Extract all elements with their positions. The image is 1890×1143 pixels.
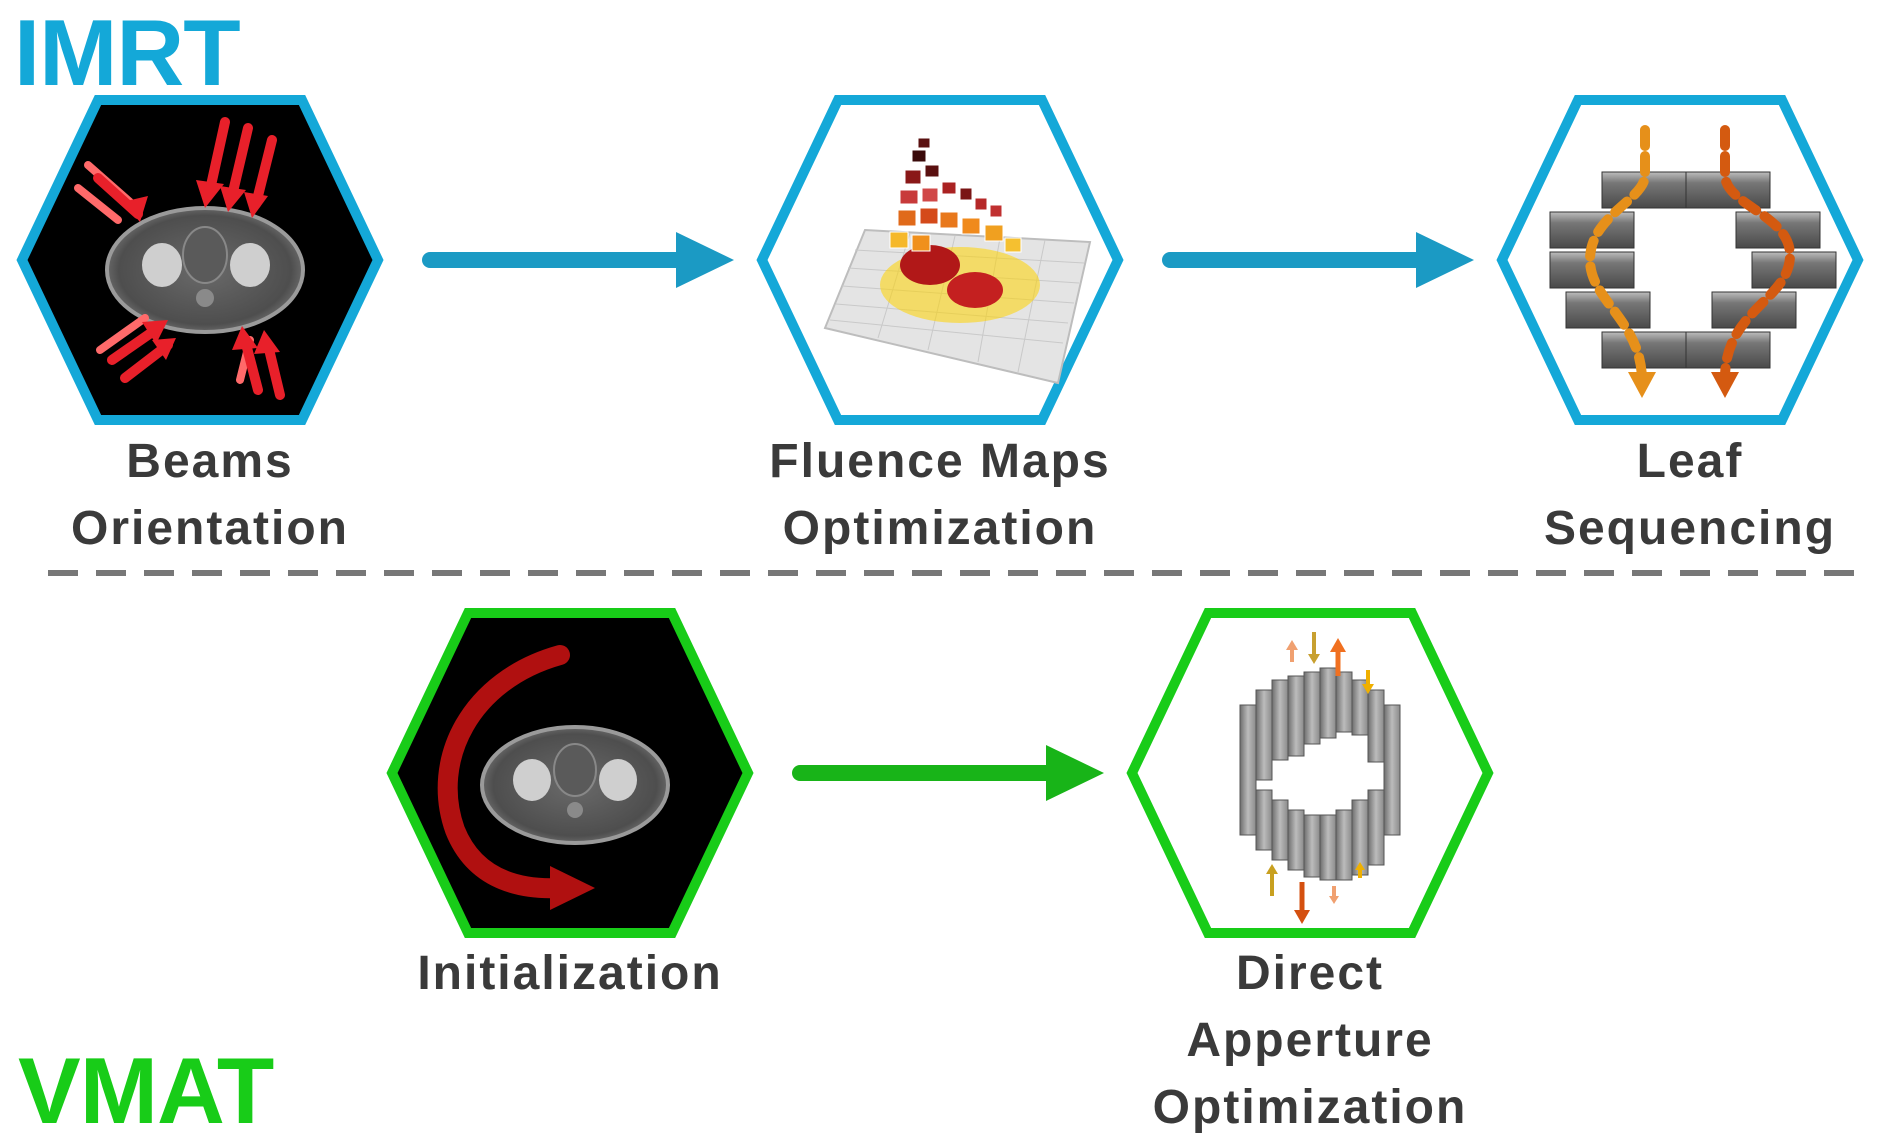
beam-arrows-icon	[74, 117, 285, 400]
aperture-leaves-icon	[1239, 667, 1401, 881]
fluence-map-icon	[823, 137, 1092, 385]
leaf-motion-arrows-icon	[1266, 632, 1374, 924]
trajectory-arrowhead-icon	[1628, 372, 1656, 398]
vmat-section-title: VMAT	[18, 1038, 274, 1143]
fluence-bars-icon	[889, 137, 1022, 253]
imrt-section-title: IMRT	[14, 0, 241, 105]
beams-orientation-node	[16, 95, 384, 425]
direct-aperture-label: Direct Apperture Optimization	[1152, 947, 1468, 1134]
beams-orientation-label: Beams Orientation	[70, 435, 349, 555]
fluence-maps-node	[756, 95, 1124, 425]
imrt-arrow-2	[1162, 232, 1474, 288]
rotation-arc-icon	[437, 645, 595, 910]
leaf-trajectory-icon	[1584, 125, 1796, 383]
ct-slice-icon	[105, 206, 305, 334]
fluence-maps-label: Fluence Maps Optimization	[769, 435, 1111, 555]
vmat-arrow	[792, 745, 1104, 801]
leaf-sequencing-node	[1496, 95, 1864, 425]
initialization-label: Initialization	[417, 947, 723, 1000]
ct-slice-icon	[480, 725, 670, 845]
leaf-sequencing-label: Leaf Sequencing	[1543, 435, 1837, 555]
trajectory-arrowhead-icon	[1711, 372, 1739, 398]
imrt-arrow-1	[422, 232, 734, 288]
direct-aperture-node	[1126, 608, 1494, 938]
initialization-node	[386, 608, 754, 938]
